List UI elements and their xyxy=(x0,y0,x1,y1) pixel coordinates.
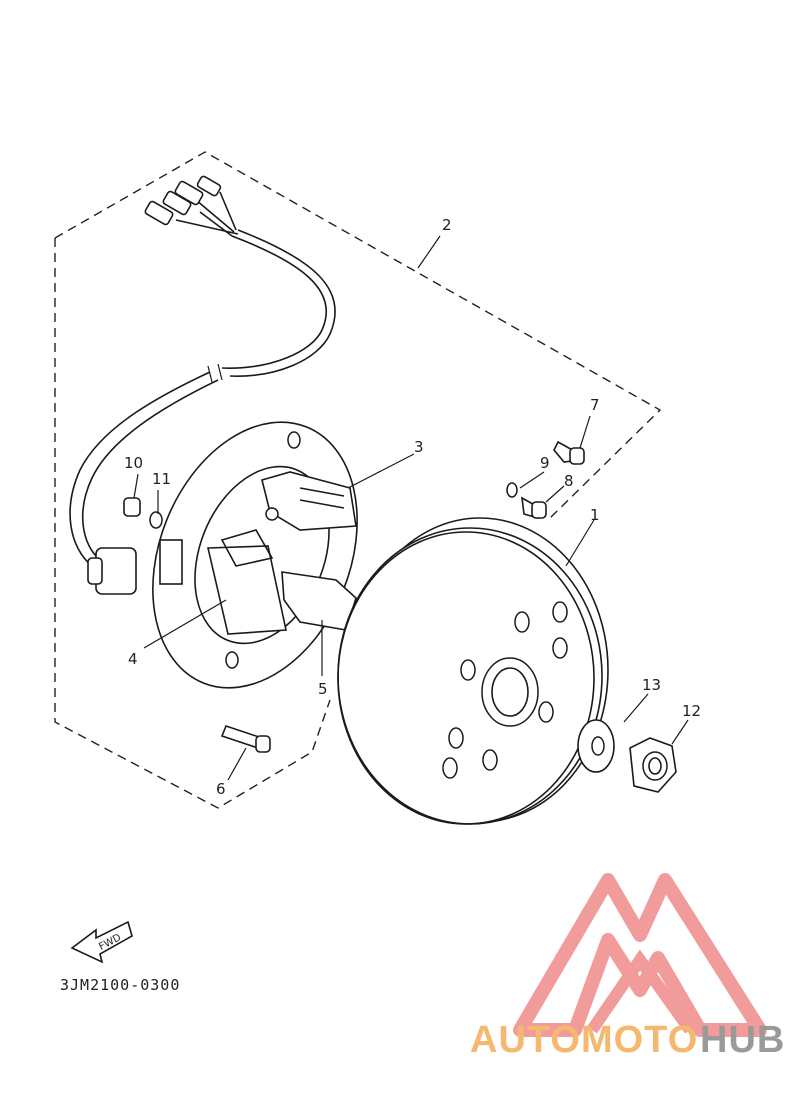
part-label-9: 9 xyxy=(540,454,550,472)
part-label-3: 3 xyxy=(414,438,424,456)
part-label-10: 10 xyxy=(124,454,143,472)
part-label-11: 11 xyxy=(152,470,171,488)
part-label-7: 7 xyxy=(590,396,600,414)
watermark-brand-part1: AUTOMOTO xyxy=(470,1019,698,1061)
stator-assembly xyxy=(152,421,358,689)
part-label-12: 12 xyxy=(682,702,701,720)
leader-lines xyxy=(133,235,689,781)
washer xyxy=(577,719,615,773)
part-label-13: 13 xyxy=(642,676,661,694)
part-label-8: 8 xyxy=(564,472,574,490)
part-label-4: 4 xyxy=(128,650,138,668)
part-label-5: 5 xyxy=(318,680,328,698)
diagram-code: 3JM2100-0300 xyxy=(60,976,180,994)
part-label-1: 1 xyxy=(590,506,600,524)
assembly-boundary xyxy=(54,151,662,809)
watermark-logo-icon xyxy=(513,873,767,1037)
nut xyxy=(629,737,677,793)
part-label-6: 6 xyxy=(216,780,226,798)
wire-harness xyxy=(69,175,336,595)
fwd-arrow-icon: FWD xyxy=(70,920,133,964)
screws xyxy=(123,440,585,753)
part-label-2: 2 xyxy=(442,216,452,234)
watermark-brand-part2: HUB xyxy=(700,1019,785,1061)
flywheel-rotor xyxy=(337,517,609,825)
